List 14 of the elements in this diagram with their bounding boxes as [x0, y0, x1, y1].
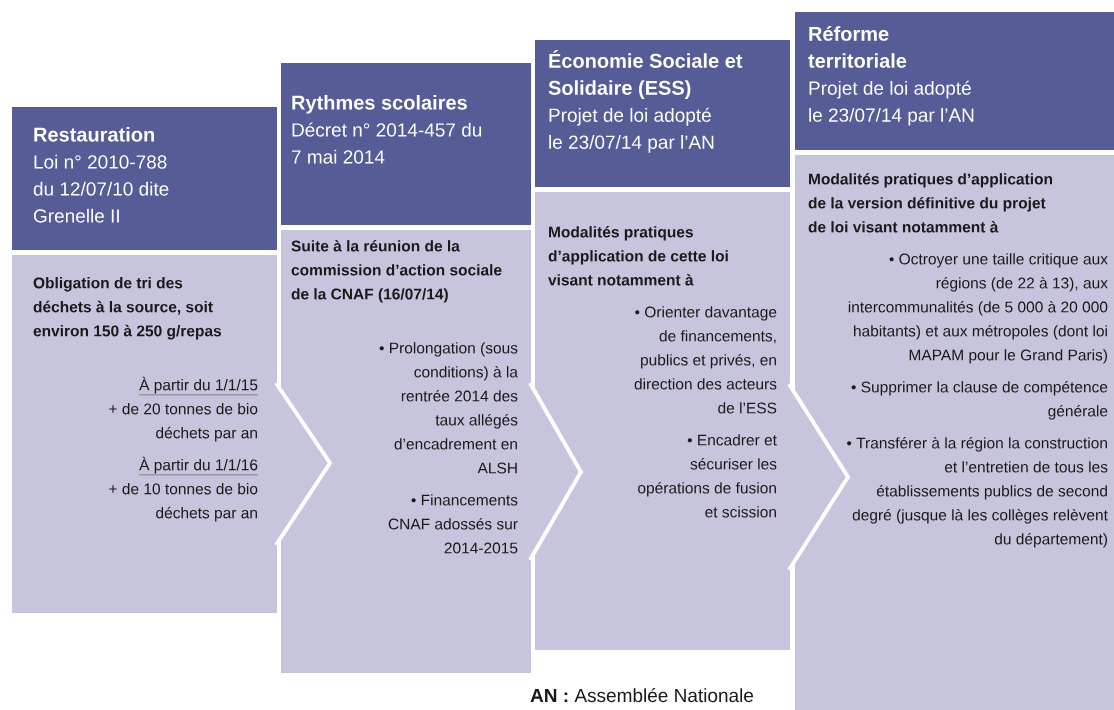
node-label: + de 20 tonnes de bio déchets par an	[109, 402, 258, 442]
node-label: À partir du 1/1/16	[139, 456, 258, 474]
header-box: Restauration Loi n° 2010-788 du 12/07/10 dite Grenelle II	[12, 107, 277, 250]
node-label: • Financements CNAF adossés sur 2014-2015	[388, 494, 518, 554]
node-label: • Prolongation (sous conditions) à la rentrée 2014 des taux allégés d’encadrement en ALSH	[379, 342, 518, 474]
header-box: Rythmes scolaires Décret n° 2014-457 du 7 mai 2014	[281, 63, 531, 225]
header-box: Économie Sociale et Solidaire (ESS) Projet de loi adopté le 23/07/14 par l’AN	[535, 40, 790, 187]
footnote: AN : Assemblée Nationale	[530, 688, 754, 703]
header-box: Réforme territoriale Projet de loi adopté le 23/07/14 par l’AN	[795, 12, 1114, 150]
node-label: • Orienter davantage de financements, publics et privés, en direction des acteurs de l’ESS	[634, 306, 777, 414]
node-label: Obligation de tri des déchets à la source, soit environ 150 à 250 g/repas	[33, 276, 222, 340]
node-label: À partir du 1/1/15	[139, 376, 258, 394]
node-label: • Encadrer et sécuriser les opérations de fusion et scission	[638, 434, 777, 518]
node-label: + de 10 tonnes de bio déchets par an	[109, 482, 258, 522]
